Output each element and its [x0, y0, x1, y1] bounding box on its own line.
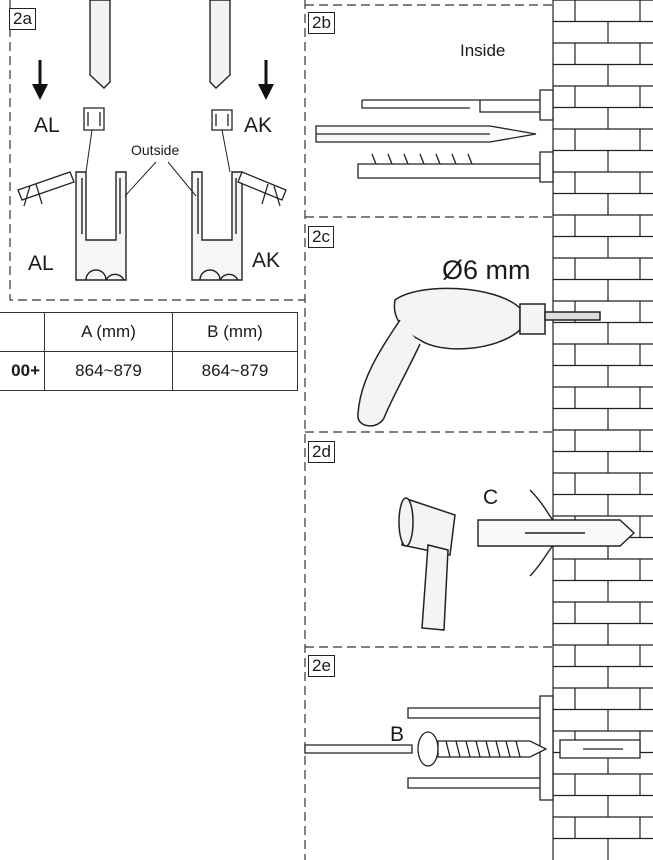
- table-cell: 864~879: [44, 351, 173, 391]
- table-cell: 864~879: [172, 351, 298, 391]
- wall-profile-e: [407, 695, 554, 801]
- dimension-table: A (mm) B (mm) 00+ 864~879 864~879: [0, 312, 298, 391]
- pencil-icon: [315, 125, 537, 143]
- table-header: A (mm): [44, 312, 173, 352]
- drill-size-label: Ø6 mm: [442, 255, 531, 285]
- table-row: 00+ 864~879 864~879: [0, 351, 298, 391]
- wall-plug-icon: [477, 489, 636, 577]
- brick-wall-icon: [552, 0, 653, 860]
- wall-profile-lower: [357, 151, 554, 183]
- step-tag-2e: 2e: [308, 655, 335, 677]
- bracket-label-left: AL: [28, 252, 54, 275]
- hammer-icon: [398, 497, 456, 631]
- inside-label: Inside: [460, 41, 506, 60]
- outside-leader-lines: [85, 129, 231, 197]
- drill-icon: [357, 287, 601, 427]
- clip-label-right: AK: [244, 114, 273, 137]
- screw-icon: [417, 731, 641, 767]
- wall-bracket-right: [191, 171, 243, 281]
- bracket-label-right: AK: [252, 249, 281, 272]
- table-header-row: A (mm) B (mm): [0, 312, 298, 352]
- table-cell: 00+: [0, 351, 45, 391]
- wall-profile-upper: [361, 89, 554, 121]
- arrow-down-icon: [32, 60, 274, 100]
- table-header: [0, 312, 45, 352]
- clip-icon: [83, 107, 233, 131]
- step-tag-2b: 2b: [308, 12, 335, 34]
- glass-profiles: [89, 0, 231, 89]
- outside-label: Outside: [131, 142, 180, 158]
- table-header: B (mm): [172, 312, 298, 352]
- screw-label: B: [390, 723, 405, 746]
- caulk-gun-icon: [17, 171, 287, 207]
- anchor-label: C: [483, 486, 499, 509]
- step-tag-2a: 2a: [9, 8, 36, 30]
- screwdriver-icon: [304, 744, 413, 754]
- wall-bracket-left: [75, 171, 127, 281]
- panel-frames: [9, 0, 553, 860]
- clip-label-left: AL: [34, 114, 60, 137]
- step-tag-2c: 2c: [308, 226, 334, 248]
- step-tag-2d: 2d: [308, 441, 335, 463]
